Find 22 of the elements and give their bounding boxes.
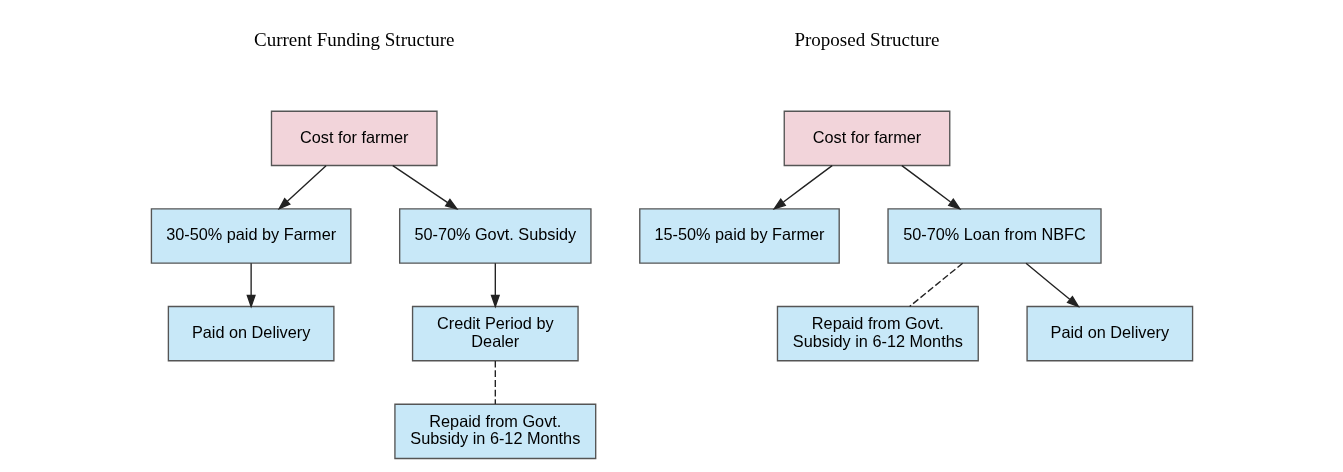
connector xyxy=(908,262,963,308)
arrow xyxy=(900,164,961,210)
node-box: Paid on Delivery xyxy=(1025,305,1193,362)
arrow xyxy=(245,262,256,309)
node-box: Repaid from Govt. Subsidy in 6-12 Months xyxy=(776,305,979,362)
node-box: 50-70% Loan from NBFC xyxy=(886,208,1102,264)
label: Current Funding Structure xyxy=(253,28,454,50)
node-box: Cost for farmer xyxy=(270,110,438,167)
arrow xyxy=(772,164,833,210)
node-box: 15-50% paid by Farmer xyxy=(638,208,840,264)
arrow xyxy=(277,164,327,211)
arrow xyxy=(391,164,458,210)
arrow xyxy=(1024,262,1080,308)
label: Proposed Structure xyxy=(794,28,939,50)
node-box: 30-50% paid by Farmer xyxy=(150,208,351,264)
node-box: Credit Period by Dealer xyxy=(411,305,579,362)
node-box: 50-70% Govt. Subsidy xyxy=(398,208,592,264)
arrow xyxy=(490,262,500,309)
connector xyxy=(494,360,496,405)
node-box: Repaid from Govt. Subsidy in 6-12 Months xyxy=(393,403,596,460)
node-box: Cost for farmer xyxy=(783,110,950,167)
node-box: Paid on Delivery xyxy=(167,305,335,362)
